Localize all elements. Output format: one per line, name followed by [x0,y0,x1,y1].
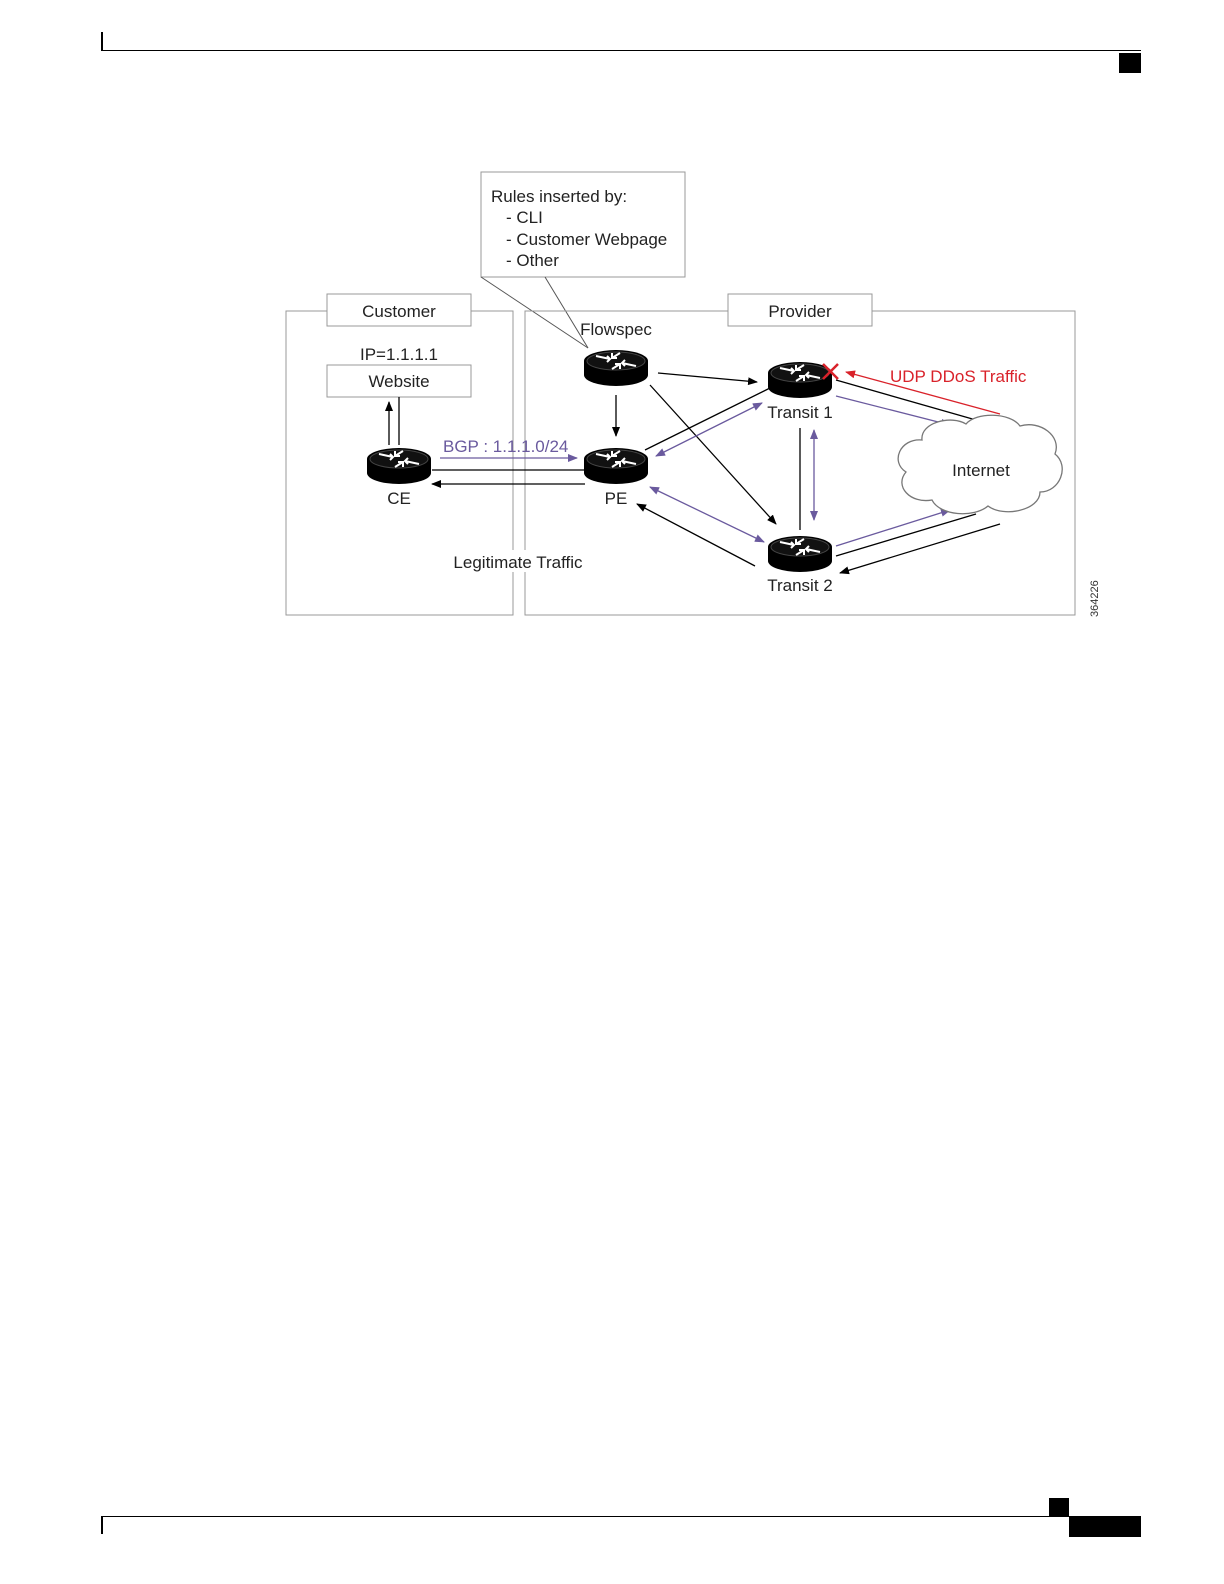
flowspec-diagram: Rules inserted by: - CLI - Customer Webp… [0,0,1224,700]
rules-callout-line [481,277,588,348]
internet-label: Internet [952,461,1010,480]
transit1-to-internet-bgp [836,396,950,425]
pe-router-icon [584,448,648,484]
provider-label: Provider [768,302,832,321]
flowspec-to-transit1-arrow [658,373,757,382]
ddos-label: UDP DDoS Traffic [890,367,1027,386]
transit2-router-icon [768,536,832,572]
footer-tick [101,1516,103,1534]
bgp-label: BGP : 1.1.1.0/24 [443,437,568,456]
ce-router-icon [367,448,431,484]
footer-marker [1049,1498,1069,1516]
transit2-to-pe-arrow [637,504,755,566]
transit2-label: Transit 2 [767,576,833,595]
transit2-to-internet-bgp [836,510,950,546]
ip-label: IP=1.1.1.1 [360,345,438,364]
flowspec-router-icon [584,350,648,386]
pe-label: PE [605,489,628,508]
flowspec-label: Flowspec [580,320,652,339]
footer-page-tab [1069,1517,1141,1537]
customer-label: Customer [362,302,436,321]
legit-label: Legitimate Traffic [453,553,583,572]
website-label: Website [368,372,429,391]
transit1-label: Transit 1 [767,403,833,422]
transit1-router-icon [768,362,832,398]
pe-transit1-link [645,388,770,450]
rules-item-other: - Other [506,251,559,270]
ce-label: CE [387,489,411,508]
figure-id: 364226 [1089,580,1101,617]
internet-to-transit2-line [836,514,976,556]
rules-box-title: Rules inserted by: [491,187,627,206]
rules-box: Rules inserted by: - CLI - Customer Webp… [481,172,685,277]
footer-rule [101,1516,1141,1517]
pe-transit1-bgp [656,403,762,456]
rules-item-cli: - CLI [506,208,543,227]
rules-item-webpage: - Customer Webpage [506,230,667,249]
pe-transit2-bgp [650,487,764,542]
